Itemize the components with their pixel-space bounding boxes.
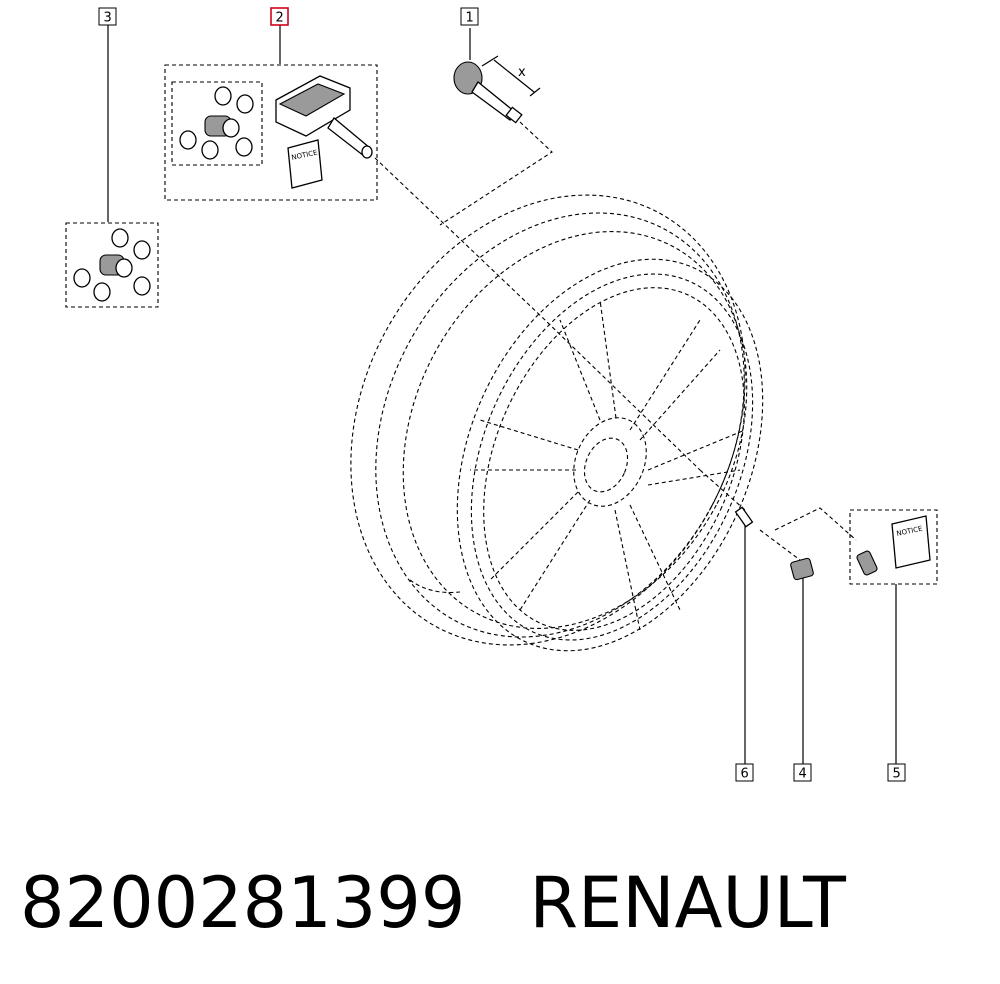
seal-kit-box — [65, 222, 159, 308]
dimension-label: x — [518, 65, 526, 80]
tpms-sensor-part — [275, 75, 373, 159]
callout-2-label: 2 — [276, 11, 284, 26]
manual-booklet-2: NOTICE — [287, 139, 323, 189]
callout-1-label: 1 — [466, 11, 474, 26]
callout-5: 5 — [887, 763, 906, 782]
callout-3-label: 3 — [104, 11, 112, 26]
part-caption: 8200281399 RENAULT — [20, 858, 846, 948]
callout-4-label: 4 — [799, 767, 807, 782]
callout-4: 4 — [793, 763, 812, 782]
callout-6: 6 — [735, 763, 754, 782]
cap-kit-box — [849, 509, 938, 585]
sensor-kit-box — [164, 64, 378, 201]
seal-rings-kit-3 — [73, 228, 151, 302]
valve-stem-part: x — [453, 55, 541, 124]
sensor-seal-subbox — [171, 81, 263, 166]
seal-rings-kit-2 — [179, 86, 254, 160]
valve-core-part — [734, 506, 754, 528]
parts-diagram: x NOTICE NOTICE — [65, 7, 938, 782]
callout-3: 3 — [98, 7, 117, 26]
part-number: 8200281399 — [20, 862, 466, 944]
manual-booklet-5: NOTICE — [891, 515, 931, 569]
callout-6-label: 6 — [741, 767, 749, 782]
callout-5-label: 5 — [893, 767, 901, 782]
callout-2: 2 — [270, 7, 289, 26]
wheel-outline — [350, 194, 764, 652]
brand-name: RENAULT — [529, 862, 846, 944]
valve-cap-kit-part — [856, 550, 878, 576]
callout-1: 1 — [460, 7, 479, 26]
leader-lines — [107, 24, 897, 764]
valve-cap-part — [790, 557, 814, 581]
